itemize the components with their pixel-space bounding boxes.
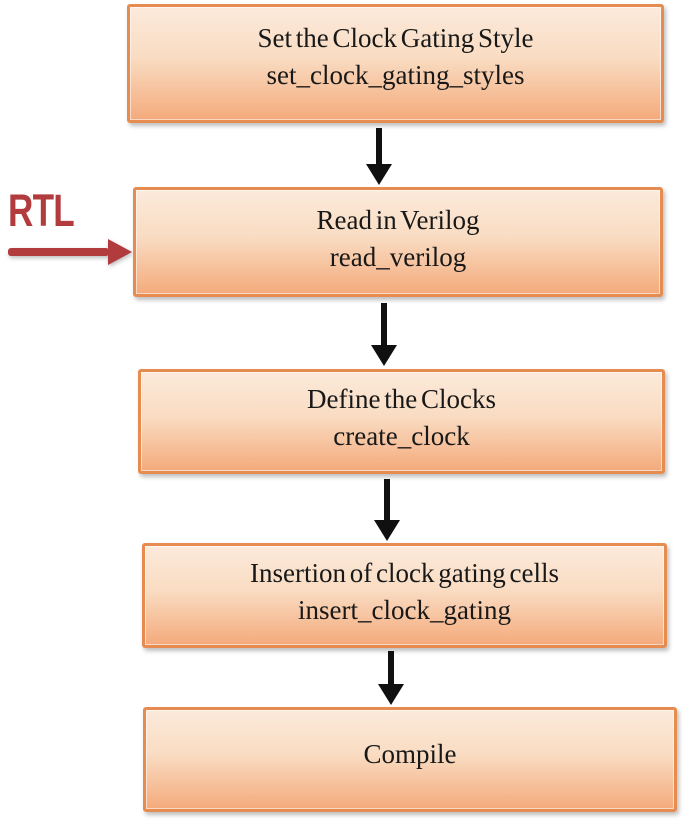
flow-step-read-in-verilog: Read in Verilog read_verilog [133,187,663,297]
step-command: insert_clock_gating [298,594,511,625]
flow-arrow-down-icon [374,479,400,541]
flow-step-set-clock-gating-style: Set the Clock Gating Style set_clock_gat… [127,4,664,123]
arrow-head [108,239,132,265]
flow-arrow-down-icon [366,128,392,185]
arrow-head [374,520,400,541]
arrow-shaft [381,303,387,345]
step-command: read_verilog [329,242,467,272]
arrow-head [371,345,397,366]
step-command: create_clock [333,420,470,451]
arrow-shaft [8,248,109,256]
flow-step-define-the-clocks: Define the Clocks create_clock [138,369,665,474]
step-title: Compile [363,739,457,769]
flow-arrow-down-icon [371,303,397,366]
rtl-label: RTL [8,185,75,236]
flow-arrow-down-icon [378,651,404,705]
arrow-head [366,164,392,185]
arrow-shaft [376,128,382,164]
step-title: Read in Verilog [316,205,480,235]
flow-step-insert-clock-gating: Insertion of clock gating cells insert_c… [142,543,667,648]
flow-step-compile: Compile [143,707,677,812]
arrow-shaft [384,479,390,520]
step-command: set_clock_gating_styles [266,59,525,90]
arrow-shaft [388,651,394,684]
rtl-input-arrow-icon [8,239,132,265]
step-title: Insertion of clock gating cells [250,557,559,588]
step-title: Define the Clocks [307,383,496,414]
arrow-head [378,684,404,705]
step-title: Set the Clock Gating Style [257,22,534,53]
